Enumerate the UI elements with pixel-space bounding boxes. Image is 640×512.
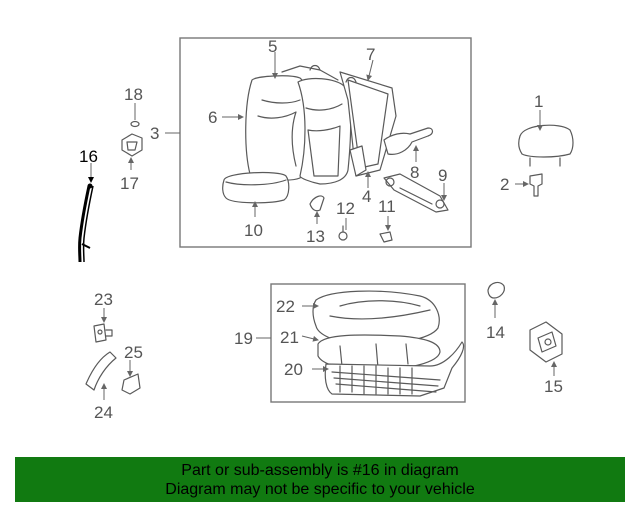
part-25-cover[interactable] [121, 373, 141, 395]
callout-22: 22 [276, 297, 295, 316]
callout-13: 13 [306, 227, 325, 246]
part-16-cable[interactable] [78, 183, 94, 263]
part-17-bracket[interactable] [121, 133, 143, 157]
callout-20: 20 [284, 360, 303, 379]
part-9-recliner[interactable] [383, 173, 449, 213]
callout-16: 16 [79, 147, 98, 166]
callout-12: 12 [336, 199, 355, 218]
callout-23: 23 [94, 290, 113, 309]
callout-21: 21 [280, 328, 299, 347]
part-12-fastener[interactable] [338, 225, 348, 241]
callout-11: 11 [378, 197, 396, 216]
part-2-headrest-guide[interactable] [529, 173, 543, 197]
callout-8: 8 [410, 163, 419, 182]
callout-6: 6 [208, 108, 217, 127]
part-10-pad[interactable] [222, 171, 290, 204]
part-6-seatback-cover[interactable] [245, 75, 309, 181]
callout-17: 17 [120, 174, 139, 193]
part-14-cover[interactable] [487, 281, 505, 299]
callout-1: 1 [534, 92, 543, 111]
parts-diagram: 1 2 3 4 5 6 7 8 9 10 11 12 13 14 15 16 1… [78, 37, 574, 422]
part-18-clip[interactable] [130, 120, 140, 128]
callout-5: 5 [268, 37, 277, 56]
part-15-latch[interactable] [529, 321, 563, 363]
part-8-recliner-cover[interactable] [383, 127, 434, 155]
callout-4: 4 [362, 187, 371, 206]
callout-9: 9 [438, 166, 447, 185]
callout-3: 3 [150, 124, 159, 143]
part-1-headrest[interactable] [518, 124, 574, 167]
callout-19: 19 [234, 329, 253, 348]
callout-10: 10 [244, 221, 263, 240]
part-4-hinge[interactable] [349, 145, 367, 177]
callout-18: 18 [124, 85, 143, 104]
callout-2: 2 [500, 175, 509, 194]
part-13-clip[interactable] [309, 195, 325, 212]
banner-line-1: Part or sub-assembly is #16 in diagram [181, 462, 459, 479]
part-24-trim[interactable] [85, 351, 117, 391]
banner-line-2: Diagram may not be specific to your vehi… [165, 481, 475, 498]
part-23-bracket[interactable] [93, 323, 113, 343]
seatback-group-box [179, 37, 472, 248]
callout-14: 14 [486, 323, 505, 342]
part-20-cushion-frame[interactable] [324, 341, 465, 397]
callout-15: 15 [544, 377, 563, 396]
callout-25: 25 [124, 343, 143, 362]
part-5-seatback-pad[interactable] [281, 65, 352, 185]
callout-7: 7 [366, 45, 375, 64]
callout-24: 24 [94, 403, 113, 422]
part-11-bolt[interactable] [379, 231, 393, 243]
info-banner: Part or sub-assembly is #16 in diagram D… [15, 457, 625, 502]
cushion-group-box [270, 283, 466, 403]
